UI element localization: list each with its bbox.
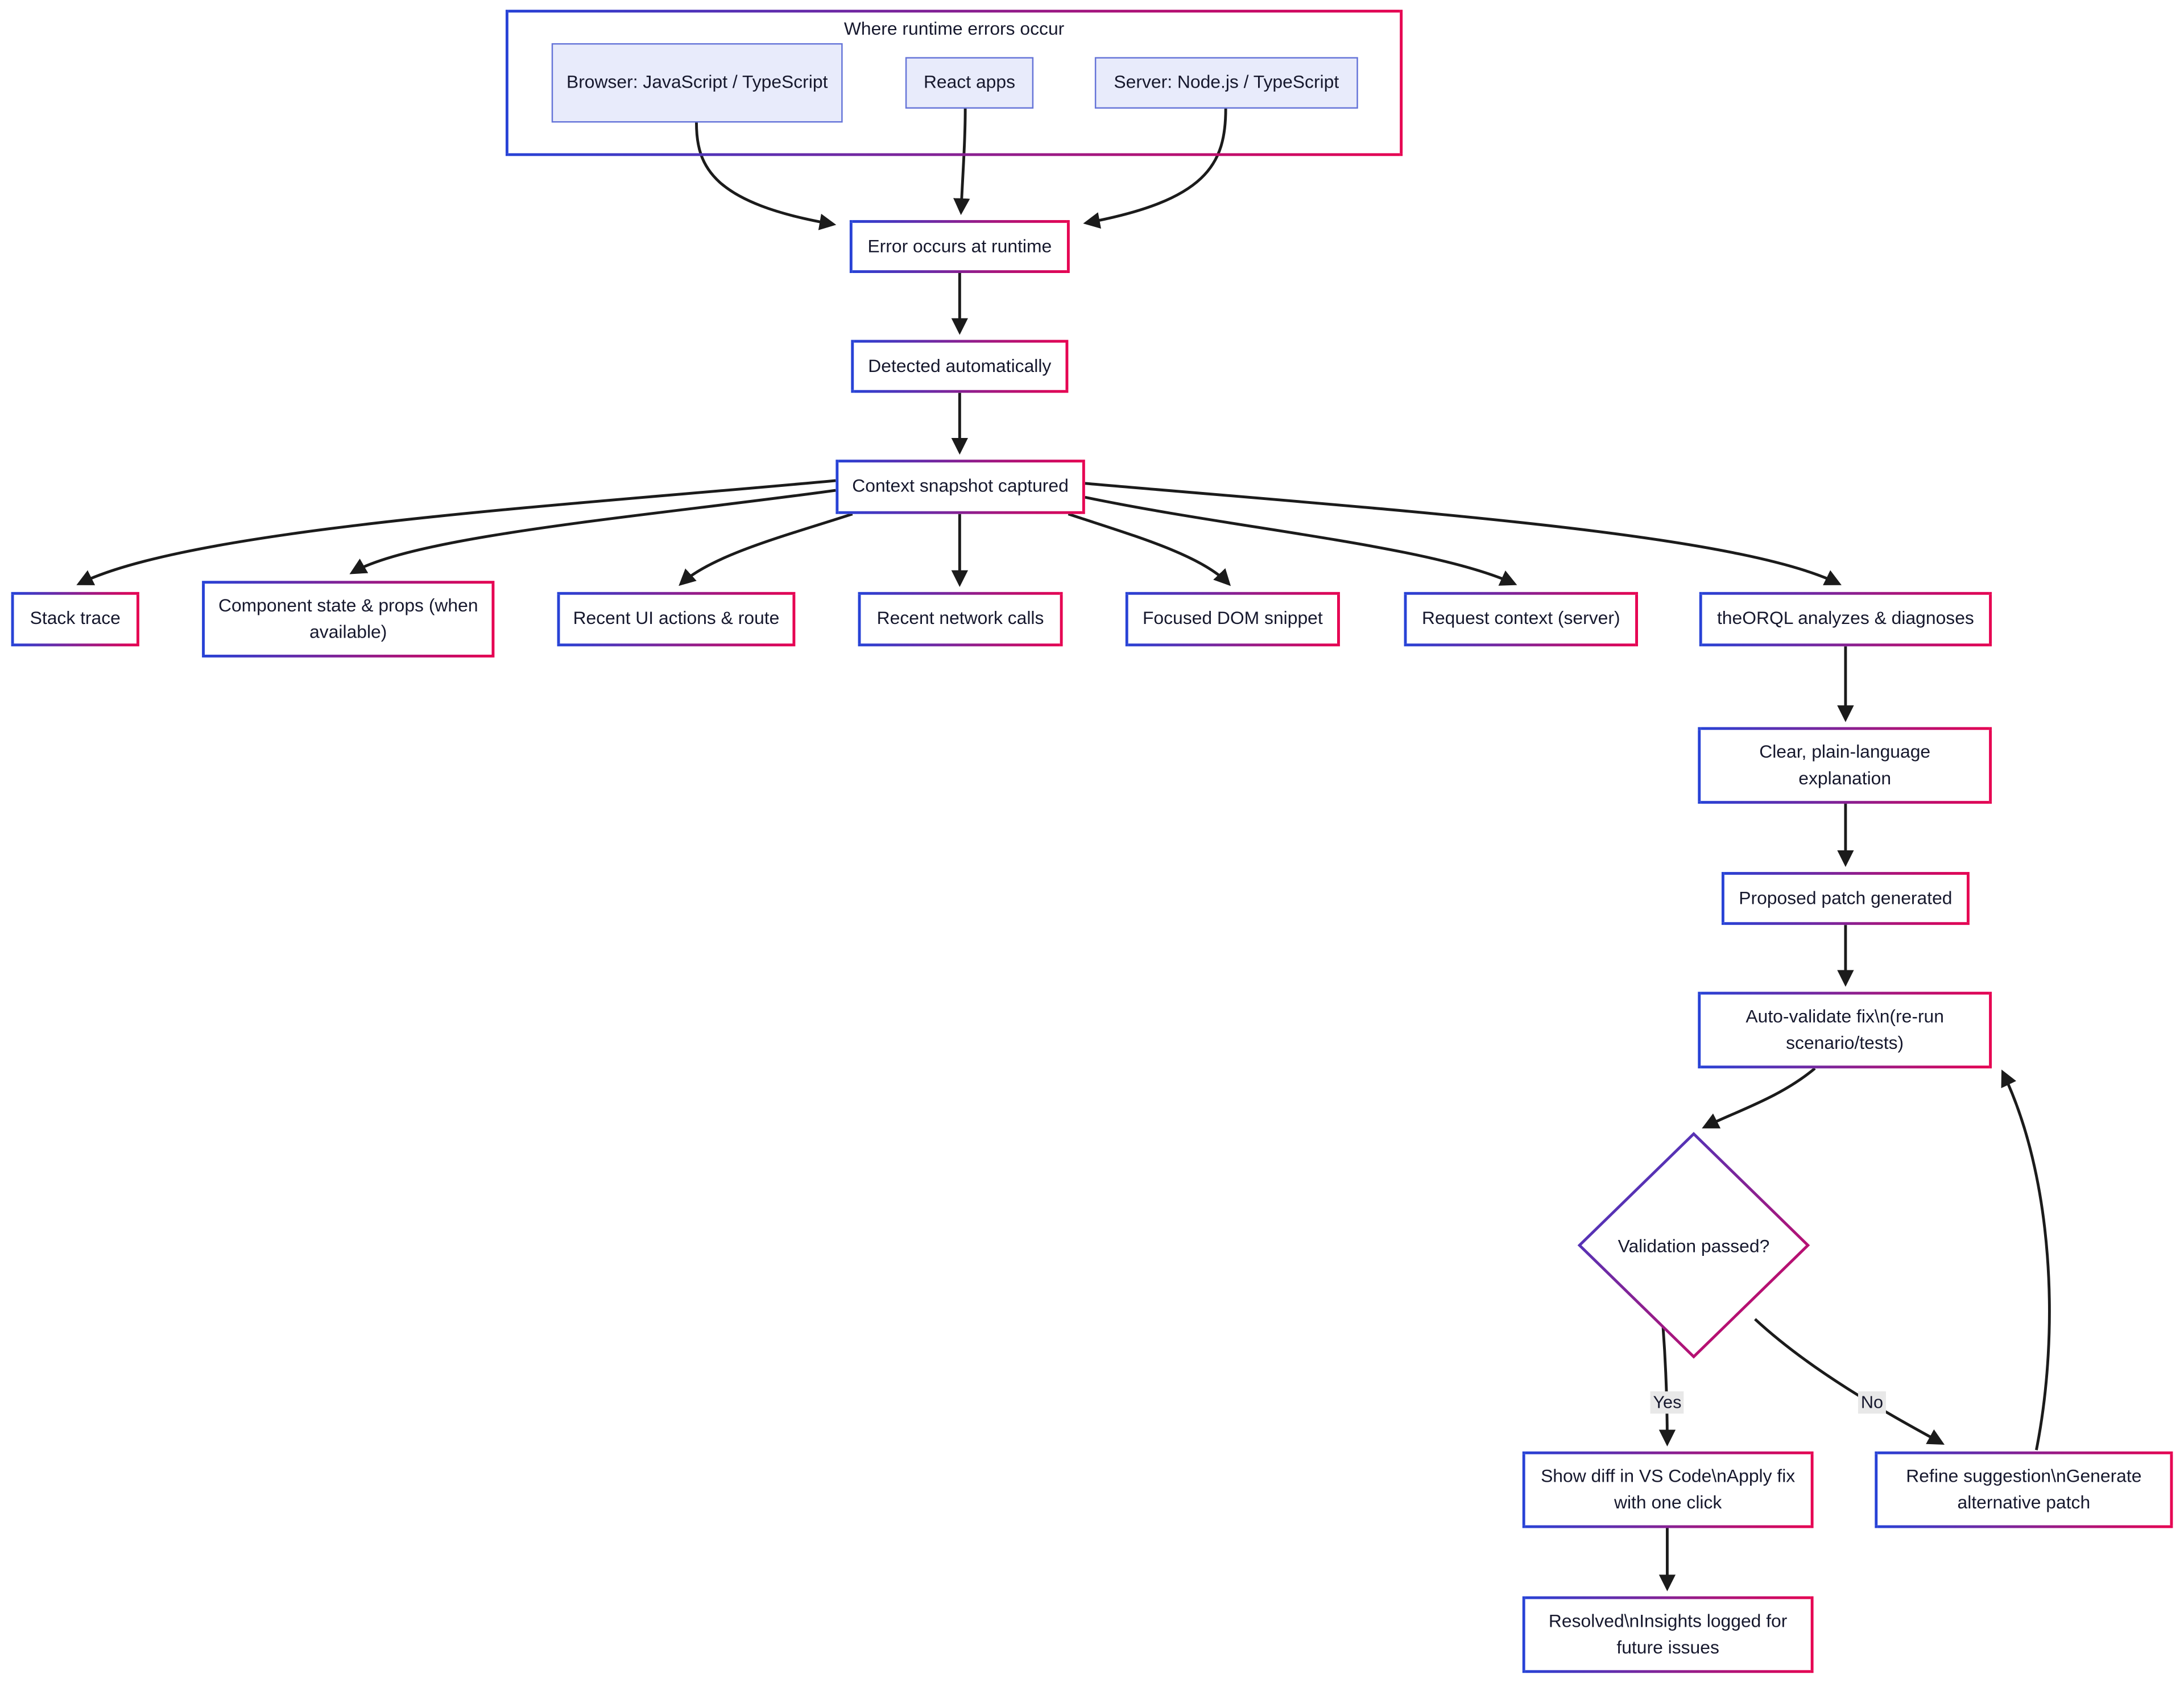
- edge-label-no: No: [1858, 1391, 1886, 1415]
- edge-context-ui-actions: [679, 512, 853, 586]
- node-validation-decision: Validation passed?: [1618, 1235, 1770, 1256]
- edge-label-yes: Yes: [1650, 1391, 1685, 1415]
- node-resolved: Resolved\nInsights logged for future iss…: [1522, 1596, 1814, 1673]
- node-ui-actions: Recent UI actions & route: [557, 592, 796, 647]
- node-dom-snippet: Focused DOM snippet: [1125, 592, 1340, 647]
- edge-decision-show-diff-yes: [1658, 1327, 1676, 1447]
- node-explanation: Clear, plain-language explanation: [1698, 727, 1992, 804]
- node-refine-suggestion: Refine suggestion\nGenerate alternative …: [1875, 1451, 2173, 1528]
- edge-context-request: [1085, 495, 1517, 586]
- node-component-state: Component state & props (when available): [202, 581, 495, 658]
- node-react-apps: React apps: [905, 57, 1034, 109]
- edge-context-analyze: [1085, 482, 1842, 585]
- node-show-diff: Show diff in VS Code\nApply fix with one…: [1522, 1451, 1814, 1528]
- node-proposed-patch: Proposed patch generated: [1721, 872, 1970, 925]
- edge-context-dom: [1068, 512, 1231, 586]
- node-browser: Browser: JavaScript / TypeScript: [551, 43, 843, 123]
- node-network-calls: Recent network calls: [858, 592, 1063, 647]
- edge-context-component: [349, 489, 836, 574]
- node-error-occurs: Error occurs at runtime: [849, 220, 1070, 274]
- node-context-snapshot: Context snapshot captured: [835, 460, 1085, 514]
- edge-decision-refine-no: [1754, 1318, 1945, 1445]
- decision-diamond-shape: [1577, 1132, 1810, 1359]
- node-request-context: Request context (server): [1404, 592, 1639, 647]
- node-stack-trace: Stack trace: [11, 592, 139, 647]
- node-analyzes-diagnoses: theORQL analyzes & diagnoses: [1699, 592, 1992, 647]
- edge-refine-validate-loop: [2001, 1069, 2051, 1450]
- node-auto-validate: Auto-validate fix\n(re-run scenario/test…: [1698, 991, 1992, 1069]
- subgraph-title: Where runtime errors occur: [843, 18, 1065, 39]
- node-server: Server: Node.js / TypeScript: [1094, 57, 1358, 109]
- edge-context-stack: [76, 479, 836, 585]
- node-detected-automatically: Detected automatically: [851, 340, 1069, 393]
- edge-validate-decision: [1702, 1067, 1816, 1128]
